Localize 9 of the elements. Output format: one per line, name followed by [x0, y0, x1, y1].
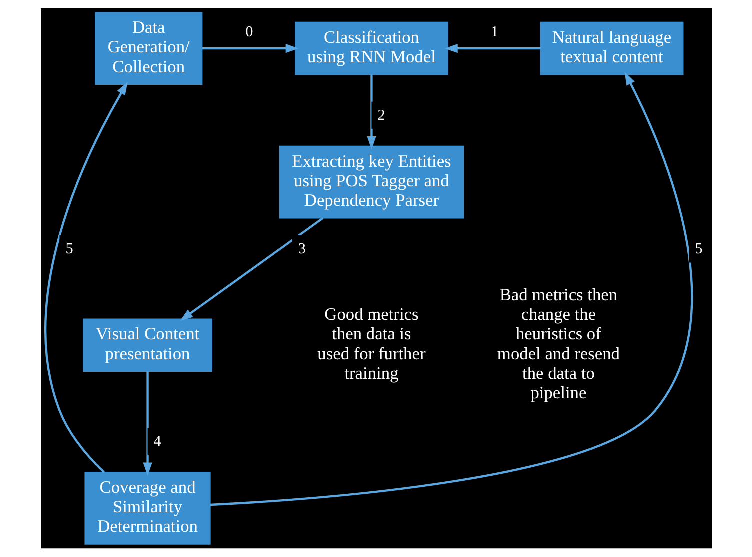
edge-label: 1 [490, 23, 498, 40]
edge-label: 5 [65, 240, 73, 258]
label: Bad metrics then change the heuristics of model and resend the data to pipeline [496, 286, 620, 402]
edge-label: 0 [245, 23, 253, 40]
edge-label: 2 [377, 106, 385, 124]
label: Good metrics then data is used for further training [317, 305, 426, 383]
edge-label: 5 [694, 240, 702, 258]
edge-label: 4 [153, 433, 161, 450]
edge-label: 3 [298, 240, 306, 258]
